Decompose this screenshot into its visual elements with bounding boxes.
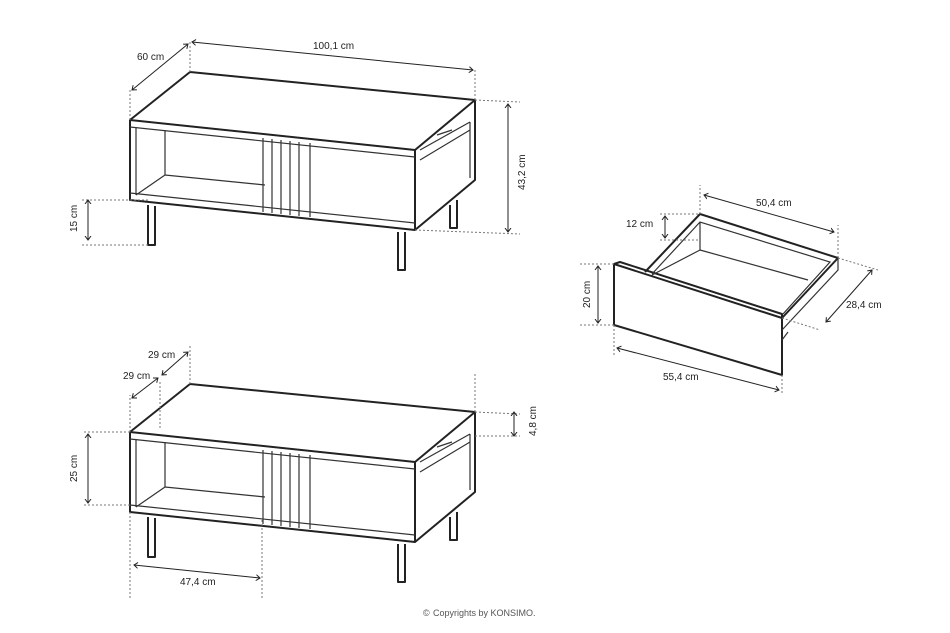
width-label: 100,1 cm (313, 41, 354, 52)
leg-height-label: 15 cm (69, 205, 80, 232)
drawer-view: 50,4 cm 12 cm 20 cm 28,4 cm 55,4 cm (580, 185, 882, 395)
coffee-table-top-view: 60 cm 100,1 cm 43,2 cm 15 cm (69, 40, 528, 271)
top-thickness-label: 4,8 cm (528, 406, 539, 436)
compartment-width-label: 47,4 cm (180, 577, 216, 588)
depth-a-label: 29 cm (123, 371, 150, 382)
shelf-height-label: 25 cm (69, 455, 80, 482)
copyright-icon: © (423, 608, 430, 618)
copyright-notice: © Copyrights by KONSIMO. (423, 608, 536, 618)
inner-height-label: 12 cm (626, 219, 653, 230)
copyright-text: Copyrights by KONSIMO. (433, 608, 536, 618)
front-height-label: 20 cm (582, 281, 593, 308)
coffee-table-bottom-view: 29 cm 29 cm 4,8 cm 25 cm 47,4 cm (69, 345, 539, 600)
height-label: 43,2 cm (517, 154, 528, 190)
depth-b-label: 29 cm (148, 350, 175, 361)
front-width-label: 55,4 cm (663, 372, 699, 383)
inner-width-label: 50,4 cm (756, 198, 792, 209)
drawer-depth-label: 28,4 cm (846, 300, 882, 311)
depth-label: 60 cm (137, 52, 164, 63)
